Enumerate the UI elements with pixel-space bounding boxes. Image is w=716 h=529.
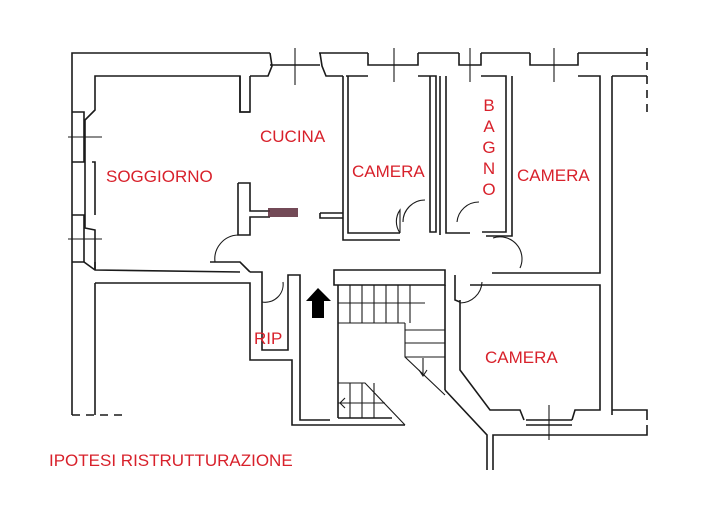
outer-walls xyxy=(71,48,648,415)
room-label-rip: RIP xyxy=(254,329,283,348)
doors xyxy=(214,199,523,304)
up-arrow-icon xyxy=(306,288,331,318)
room-label-camera-1: CAMERA xyxy=(352,162,425,181)
plan-caption: IPOTESI RISTRUTTURAZIONE xyxy=(49,451,293,470)
windows-top xyxy=(270,48,579,85)
room-label-soggiorno: SOGGIORNO xyxy=(106,167,213,186)
staircase-icon xyxy=(338,284,446,426)
room-label-camera-2: CAMERA xyxy=(517,166,590,185)
counter-icon xyxy=(268,208,298,217)
room-label-camera-3: CAMERA xyxy=(485,348,558,367)
room-label-cucina: CUCINA xyxy=(260,127,326,146)
interior-walls xyxy=(72,75,648,470)
windows-left xyxy=(68,111,241,273)
